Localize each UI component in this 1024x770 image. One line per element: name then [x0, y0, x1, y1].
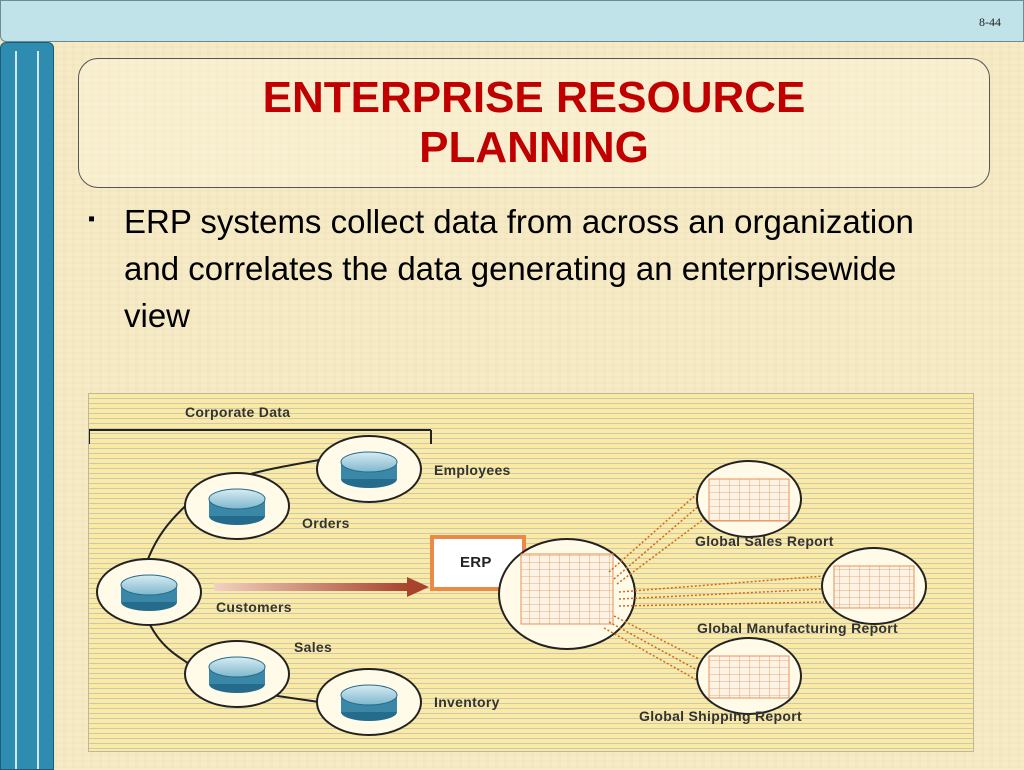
left-bar-stripe — [37, 51, 39, 769]
orders-label: Orders — [302, 515, 350, 531]
global-shipping-report-label: Global Shipping Report — [639, 708, 802, 724]
erp-label: ERP — [460, 554, 492, 571]
slide-number: 8-44 — [979, 15, 1001, 29]
db-customers-node — [96, 558, 202, 626]
sales-label: Sales — [294, 639, 333, 655]
global-sales-report-label: Global Sales Report — [695, 533, 834, 549]
report-links — [603, 491, 825, 685]
erp-spreadsheet-node — [498, 538, 636, 650]
bullet-marker: ▪ — [88, 208, 96, 230]
erp-diagram-graphic — [89, 429, 927, 736]
global-manufacturing-report-label: Global Manufacturing Report — [697, 620, 898, 636]
corporate-data-bracket — [89, 429, 432, 444]
top-banner: 8-44 — [0, 0, 1024, 42]
report-manufacturing-node — [821, 547, 927, 625]
db-inventory-node — [316, 668, 422, 736]
slide-title: ENTERPRISE RESOURCE PLANNING — [262, 73, 806, 172]
corporate-data-label: Corporate Data — [185, 404, 291, 420]
db-orders-node — [184, 472, 290, 540]
employees-label: Employees — [434, 462, 511, 478]
left-decorative-bar — [0, 42, 54, 770]
customers-label: Customers — [216, 599, 292, 615]
bullet-text: ERP systems collect data from across an … — [124, 203, 914, 334]
title-box: ENTERPRISE RESOURCE PLANNING — [78, 58, 990, 188]
report-sales-node — [696, 460, 802, 538]
db-sales-node — [184, 640, 290, 708]
report-shipping-node — [696, 637, 802, 715]
bullet-item: ▪ ERP systems collect data from across a… — [88, 198, 978, 339]
erp-diagram: Corporate Data Employees Orders Customer… — [88, 393, 974, 752]
data-flow-arrow — [214, 577, 429, 597]
db-employees-node — [316, 435, 422, 503]
left-bar-stripe — [15, 51, 17, 769]
inventory-label: Inventory — [434, 694, 500, 710]
